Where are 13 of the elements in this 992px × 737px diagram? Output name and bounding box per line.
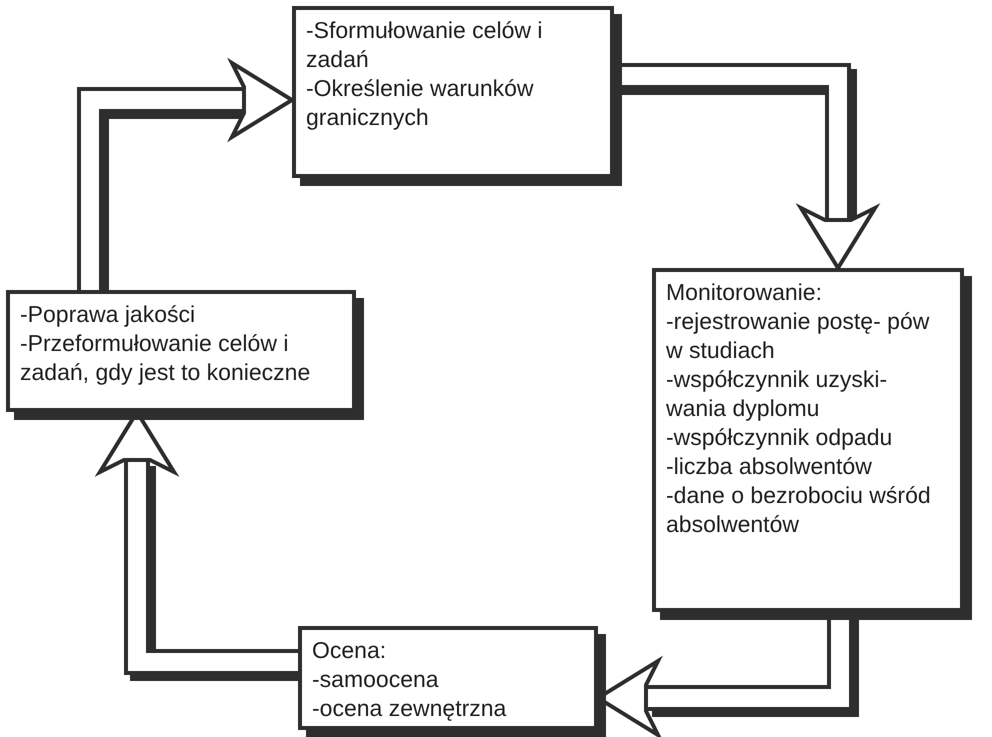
box-text: -samoocena xyxy=(312,665,440,694)
box-text: Monitorowanie: xyxy=(666,278,823,307)
box-text: -Określenie warunków granicznych xyxy=(306,74,535,132)
box-text: -rejestrowanie postę- pów w studiach xyxy=(666,307,930,365)
box-text: -ocena zewnętrzna xyxy=(312,694,508,723)
box-text: -liczba absolwentów xyxy=(666,452,873,481)
box-text: -współczynnik uzyski- wania dyplomu xyxy=(666,365,888,423)
box-text: -Poprawa jakości xyxy=(20,300,196,329)
box-text: -dane o bezrobociu wśród absolwentów xyxy=(666,481,932,539)
box-text: -Sformułowanie celów i zadań xyxy=(306,16,544,74)
box-text: -współczynnik odpadu xyxy=(666,423,894,452)
box-text: -Przeformułowanie celów i zadań, gdy jest to konieczne xyxy=(20,329,312,387)
box-text: Ocena: xyxy=(312,636,388,665)
